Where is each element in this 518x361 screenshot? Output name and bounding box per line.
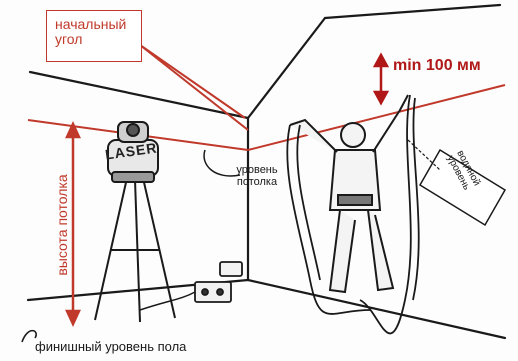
callout-pointer-2 — [140, 45, 248, 130]
cable — [140, 292, 195, 310]
ceiling-height-label: высота потолка — [55, 174, 70, 275]
height-arrow-head-bottom — [67, 311, 79, 324]
min-arrow-head-top — [375, 55, 387, 66]
min-arrow-head-bottom — [375, 92, 387, 103]
sign-pointer — [408, 140, 440, 170]
ceiling-edge-left — [30, 72, 248, 118]
worker-figure — [290, 95, 408, 292]
floor-edge-right — [248, 280, 505, 338]
tripod — [95, 178, 175, 322]
ceiling-edge-right — [248, 18, 325, 118]
start-angle-callout: начальный угол — [46, 10, 142, 62]
ceiling-level-label: уровень потолка — [232, 165, 282, 188]
start-angle-label: начальный угол — [55, 17, 141, 48]
min-distance-label: min 100 мм — [393, 58, 481, 75]
finish-floor-label: финишный уровень пола — [35, 340, 186, 354]
ceiling-back-edge — [325, 5, 500, 18]
